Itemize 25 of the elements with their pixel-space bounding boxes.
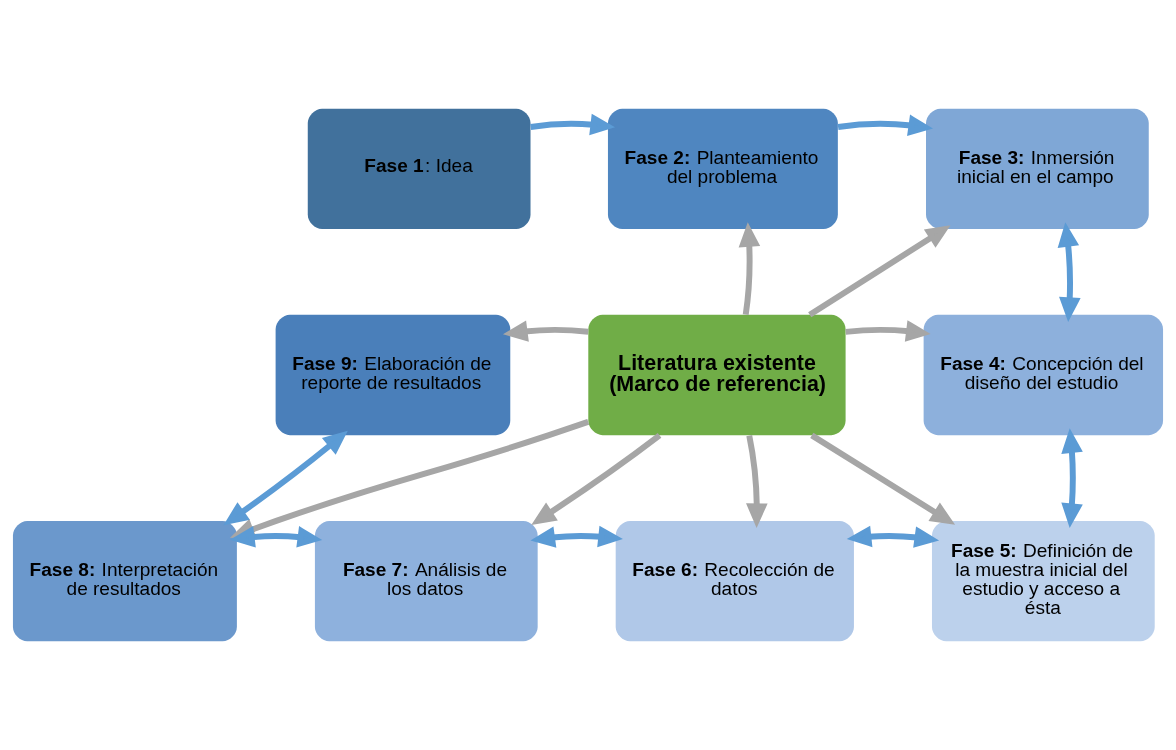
node-box: Fase 9: Elaboración de reporte de resultados [275, 314, 511, 436]
arrow [746, 435, 768, 529]
arrow [229, 526, 323, 548]
node-box: Fase 3: Inmersión inicial en el campo [926, 108, 1149, 230]
node-box: Fase 8: Interpretación de resultados [12, 520, 237, 642]
node-box: Fase 6: Recolección de datos [615, 520, 854, 642]
node-box: Fase 2: Planteamiento del problema [607, 108, 838, 230]
arrow [531, 433, 662, 525]
arrow [738, 222, 761, 316]
arrow [846, 525, 940, 548]
node-box: Fase 1: Idea [307, 108, 531, 230]
node-box: Fase 5: Definición de la muestra inicial del estudio y acceso a ésta [931, 520, 1155, 642]
arrow [502, 320, 589, 342]
arrow [810, 432, 956, 525]
node-box: Fase 7: Análisis de los datos [314, 520, 538, 642]
arrow [1061, 428, 1083, 529]
arrow [837, 114, 934, 136]
arrow [530, 113, 616, 136]
node-box: Literatura existente (Marco de referencia) [588, 314, 846, 436]
arrow [223, 430, 348, 526]
arrow [845, 320, 931, 342]
arrow [1057, 222, 1081, 323]
arrow [808, 225, 951, 318]
node-box: Fase 4: Concepción del diseño del estudio [923, 314, 1164, 436]
arrow [530, 525, 623, 548]
